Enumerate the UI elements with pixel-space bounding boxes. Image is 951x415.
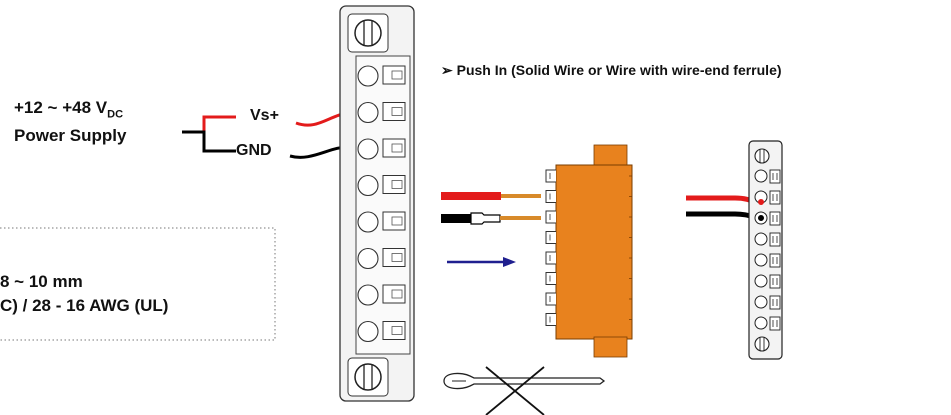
small-black-wire-end xyxy=(758,215,764,221)
terminal-block xyxy=(339,5,415,402)
push-in-heading: ➢ Push In (Solid Wire or Wire with wire-… xyxy=(441,62,782,79)
small-terminal-slot xyxy=(754,169,781,184)
small-terminal-slot xyxy=(754,316,781,331)
small-terminal-slot xyxy=(754,190,781,205)
terminal-slot xyxy=(357,174,406,197)
small-red-wire xyxy=(686,195,759,206)
power-supply-label: Power Supply xyxy=(14,126,127,145)
strip-length-text: 8 ~ 10 mm xyxy=(0,272,83,291)
small-terminal-slot xyxy=(754,232,781,247)
terminal-slot xyxy=(357,247,406,270)
small-red-wire-end xyxy=(758,199,764,205)
terminal-slot xyxy=(357,284,406,306)
spec-dotted-box xyxy=(0,227,276,341)
small-terminal-slot xyxy=(754,274,781,289)
orange-connector xyxy=(545,144,633,358)
small-terminal-slot xyxy=(754,295,781,310)
terminal-slot xyxy=(357,320,406,343)
push-in-marker: ➢ xyxy=(441,62,453,78)
supply-black-lead xyxy=(182,130,236,153)
push-in-text: Push In (Solid Wire or Wire with wire-en… xyxy=(456,62,782,78)
voltage-prefix: +12 ~ +48 V xyxy=(14,98,108,117)
small-black-wire xyxy=(686,211,759,221)
small-bottom-screw-icon xyxy=(754,336,770,352)
no-screwdriver-icon xyxy=(443,366,606,415)
voltage-subscript: DC xyxy=(107,108,124,121)
push-direction-arrow xyxy=(447,257,516,267)
connector-tab xyxy=(545,169,632,183)
black-wire-ferrule xyxy=(441,212,541,225)
terminal-slot xyxy=(357,101,406,124)
connector-tab xyxy=(545,231,632,244)
connector-tab xyxy=(545,292,632,306)
vs-plus-label: Vs+ xyxy=(250,107,279,124)
red-wire-stripped xyxy=(441,192,541,200)
voltage-label: +12 ~ +48 VDC xyxy=(14,98,123,120)
small-top-screw-icon xyxy=(754,148,770,164)
power-supply-bracket xyxy=(182,115,236,153)
top-screw-icon xyxy=(354,19,382,47)
supply-red-lead xyxy=(182,115,236,134)
bottom-screw-icon xyxy=(354,363,382,391)
terminal-slot xyxy=(357,211,406,233)
connector-tab xyxy=(545,251,632,265)
connector-tab xyxy=(545,272,632,285)
wire-gauge-text: C) / 28 - 16 AWG (UL) xyxy=(0,296,169,315)
connector-tab xyxy=(545,190,632,203)
connector-tab xyxy=(545,313,632,326)
wired-terminal-block xyxy=(686,140,783,360)
terminal-slot xyxy=(357,65,406,87)
connector-tab xyxy=(545,210,632,224)
terminal-slot xyxy=(357,138,406,160)
gnd-label: GND xyxy=(236,142,272,159)
small-terminal-slot xyxy=(754,253,781,268)
